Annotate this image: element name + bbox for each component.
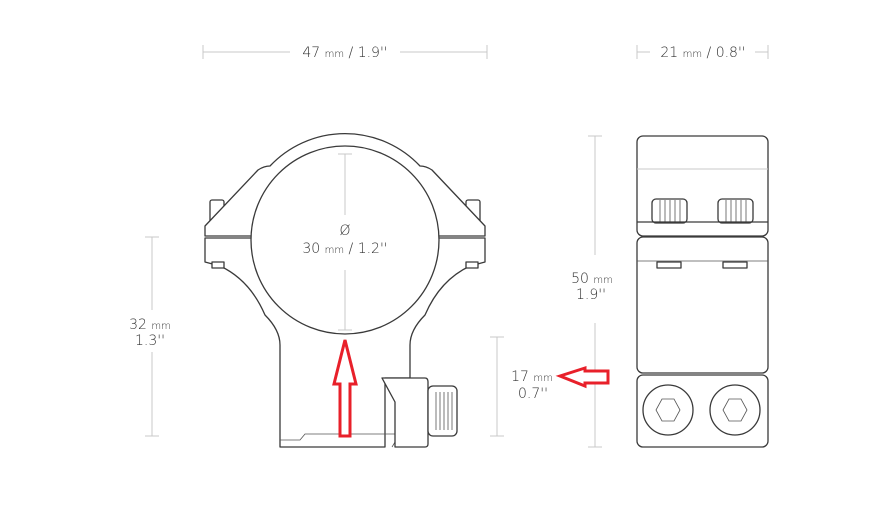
base-height-imperial: 0.7'' bbox=[518, 386, 548, 402]
diameter-imperial: / 1.2'' bbox=[349, 241, 388, 257]
diameter-unit: mm bbox=[325, 245, 344, 256]
total-height-dimension: 50 mm 1.9'' bbox=[571, 135, 613, 448]
total-height-unit: mm bbox=[593, 275, 612, 286]
width-dimension: 47 mm / 1.9'' bbox=[202, 45, 488, 61]
width-unit: mm bbox=[325, 49, 344, 60]
svg-text:50 mm: 50 mm bbox=[571, 271, 613, 287]
depth-unit: mm bbox=[683, 49, 702, 60]
center-height-dimension: 32 mm 1.3'' bbox=[129, 236, 171, 437]
depth-value: 21 bbox=[660, 45, 678, 61]
svg-text:30 mm / 1.2'': 30 mm / 1.2'' bbox=[302, 241, 387, 257]
svg-text:21 mm / 0.8'': 21 mm / 0.8'' bbox=[660, 45, 745, 61]
base-height-dimension: 17 mm 0.7'' bbox=[490, 336, 553, 437]
svg-text:32 mm: 32 mm bbox=[129, 317, 171, 333]
width-imperial: / 1.9'' bbox=[349, 45, 388, 61]
total-height-imperial: 1.9'' bbox=[576, 287, 606, 303]
width-value: 47 bbox=[302, 45, 320, 61]
ring-side-view bbox=[636, 135, 769, 448]
center-height-unit: mm bbox=[151, 321, 170, 332]
depth-imperial: / 0.8'' bbox=[707, 45, 746, 61]
base-height-value: 17 bbox=[511, 369, 529, 385]
svg-text:17 mm: 17 mm bbox=[511, 369, 553, 385]
total-height-value: 50 bbox=[571, 271, 589, 287]
diameter-symbol: Ø bbox=[339, 223, 350, 239]
depth-dimension: 21 mm / 0.8'' bbox=[636, 45, 769, 61]
diameter-value: 30 bbox=[302, 241, 320, 257]
center-height-imperial: 1.3'' bbox=[135, 333, 165, 349]
left-arrow-annotation bbox=[555, 365, 610, 389]
svg-text:47 mm / 1.9'': 47 mm / 1.9'' bbox=[302, 45, 387, 61]
base-height-unit: mm bbox=[533, 373, 552, 384]
up-arrow-annotation bbox=[332, 339, 358, 438]
center-height-value: 32 bbox=[129, 317, 147, 333]
